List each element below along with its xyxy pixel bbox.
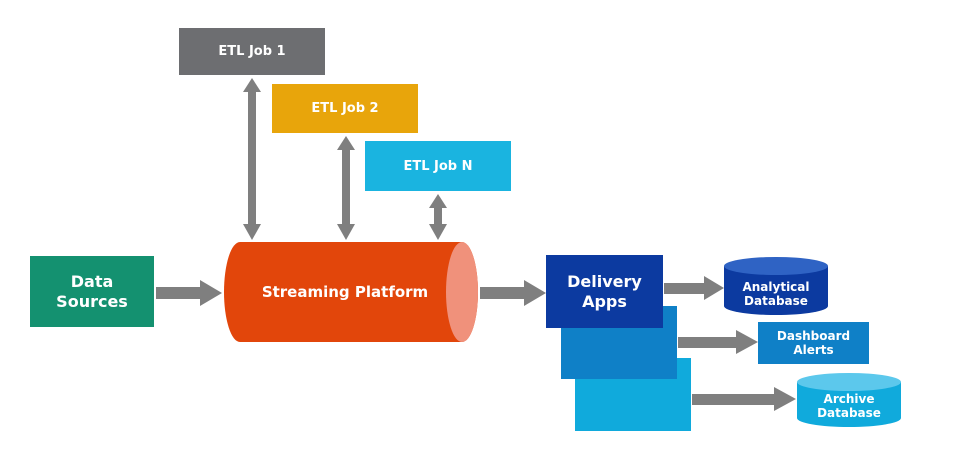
streaming-platform-text: Streaming Platform bbox=[261, 283, 429, 301]
etl-job-1-label: ETL Job 1 bbox=[218, 44, 286, 59]
dashboard-alerts-label: Dashboard Alerts bbox=[776, 329, 851, 357]
analytical-database-cylinder bbox=[724, 257, 828, 315]
delivery-apps-label: Delivery Apps bbox=[567, 271, 642, 311]
arrow-etl2-platform bbox=[337, 136, 355, 240]
analytical-database-text: Analytical Database bbox=[742, 280, 810, 308]
etl-job-1: ETL Job 1 bbox=[179, 28, 325, 75]
arrow-delivery-to-analytical bbox=[664, 276, 724, 300]
arrow-sources-to-platform bbox=[156, 280, 222, 306]
archive-database-label: Archive Database bbox=[797, 388, 901, 424]
etl-job-2-label: ETL Job 2 bbox=[311, 101, 379, 116]
streaming-platform-label: Streaming Platform bbox=[240, 242, 450, 342]
data-sources-label: Data Sources bbox=[56, 271, 128, 311]
archive-database-cylinder bbox=[797, 373, 901, 427]
delivery-apps-box: Delivery Apps bbox=[546, 255, 663, 328]
arrow-etlN-platform bbox=[429, 194, 447, 240]
arrow-delivery-to-archive bbox=[692, 387, 796, 411]
etl-job-n: ETL Job N bbox=[365, 141, 511, 191]
dashboard-alerts-box: Dashboard Alerts bbox=[758, 322, 869, 364]
etl-job-2: ETL Job 2 bbox=[272, 84, 418, 133]
data-sources-box: Data Sources bbox=[30, 256, 154, 327]
arrow-etl1-platform bbox=[243, 78, 261, 240]
etl-job-n-label: ETL Job N bbox=[403, 158, 473, 174]
streaming-platform-cylinder bbox=[224, 242, 478, 342]
analytical-database-label: Analytical Database bbox=[724, 274, 828, 314]
arrow-platform-to-delivery bbox=[480, 280, 546, 306]
archive-database-text: Archive Database bbox=[817, 392, 881, 420]
arrow-delivery-to-dashboard bbox=[678, 330, 758, 354]
